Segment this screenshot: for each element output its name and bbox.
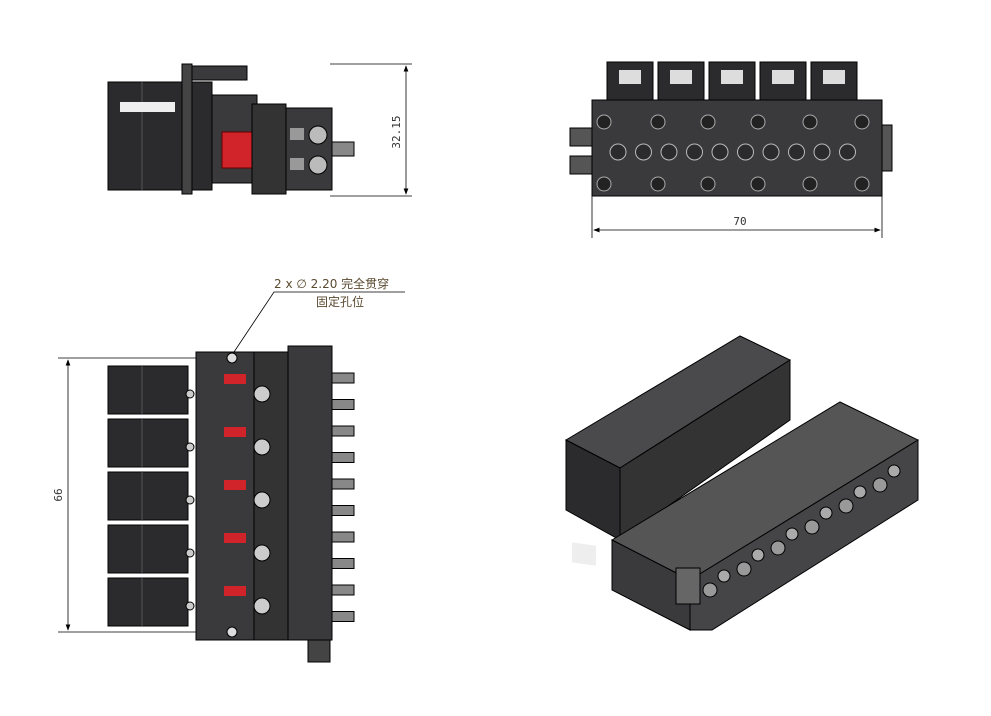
iso-fitting [785, 527, 799, 541]
iso-fitting [887, 464, 901, 478]
dim-66: 66 [52, 488, 65, 501]
port-icon [635, 143, 652, 161]
hole-note-line2: 固定孔位 [316, 294, 364, 309]
port-icon [839, 143, 856, 161]
connector-window [670, 70, 692, 84]
port-icon [660, 143, 678, 161]
barb-fitting [331, 531, 355, 543]
connector-window [619, 70, 641, 84]
port-icon [609, 143, 627, 161]
red-coupling [224, 427, 246, 437]
red-coupling [224, 533, 246, 543]
screw-icon [253, 385, 271, 403]
red-coupling [224, 480, 246, 490]
screw-icon [596, 114, 612, 130]
pin-icon [185, 601, 195, 611]
screw-icon [802, 176, 818, 192]
valve-connector [657, 61, 705, 103]
screw-icon [253, 491, 271, 509]
front-view: 70 [569, 61, 893, 238]
screw-icon [802, 114, 818, 130]
dim-32-15: 32.15 [390, 115, 403, 148]
iso-fitting [770, 540, 786, 556]
screw-icon [854, 114, 870, 130]
screw-icon [253, 597, 271, 615]
barb-fitting [331, 452, 355, 463]
port-icon [813, 143, 831, 161]
pin-icon [185, 495, 195, 505]
plan-view: 66 2 x ∅ 2.20 完全贯穿 固定孔位 [52, 276, 405, 663]
red-coupling [224, 586, 246, 596]
iso-fitting [751, 548, 765, 562]
iso-fitting [717, 569, 731, 583]
iso-fitting [819, 506, 833, 520]
iso-fitting [838, 498, 854, 514]
barb-fitting [331, 611, 355, 622]
red-coupling [224, 374, 246, 384]
dim-70: 70 [733, 215, 746, 228]
side-view-top: 32.15 [107, 63, 412, 197]
motor [107, 577, 189, 627]
port-icon [762, 143, 780, 161]
screw-icon [700, 176, 716, 192]
connector-window [823, 70, 845, 84]
barb-fitting [331, 478, 355, 490]
screw-icon [750, 114, 766, 130]
iso-fitting [702, 582, 718, 598]
port-icon [788, 143, 805, 161]
screw-icon [596, 176, 612, 192]
pin-icon [185, 548, 195, 558]
screw-icon [253, 544, 271, 562]
barb-fitting [331, 505, 355, 516]
motor [107, 365, 189, 415]
port-icon [686, 143, 703, 161]
hole-note-line1: 2 x ∅ 2.20 完全贯穿 [274, 276, 389, 291]
screw-icon [650, 176, 666, 192]
barb-fitting [331, 372, 355, 384]
motor [107, 524, 189, 574]
port-icon [711, 143, 729, 161]
pin-icon [185, 389, 195, 399]
iso-fitting [872, 477, 888, 493]
port-icon [737, 143, 754, 161]
iso-fitting [736, 561, 752, 577]
screw-icon [700, 114, 716, 130]
screw-icon [650, 114, 666, 130]
iso-fitting [853, 485, 867, 499]
screw-icon [854, 176, 870, 192]
connector-window [721, 70, 743, 84]
connector-window [772, 70, 794, 84]
barb-fitting [331, 425, 355, 437]
iso-fitting [804, 519, 820, 535]
motor [107, 471, 189, 521]
barb-fitting [331, 584, 355, 596]
barb-fitting [331, 399, 355, 410]
screw-icon [253, 438, 271, 456]
screw-icon [750, 176, 766, 192]
isometric-view [564, 335, 920, 631]
barb-fitting [331, 558, 355, 569]
motor [107, 418, 189, 468]
pin-icon [185, 442, 195, 452]
